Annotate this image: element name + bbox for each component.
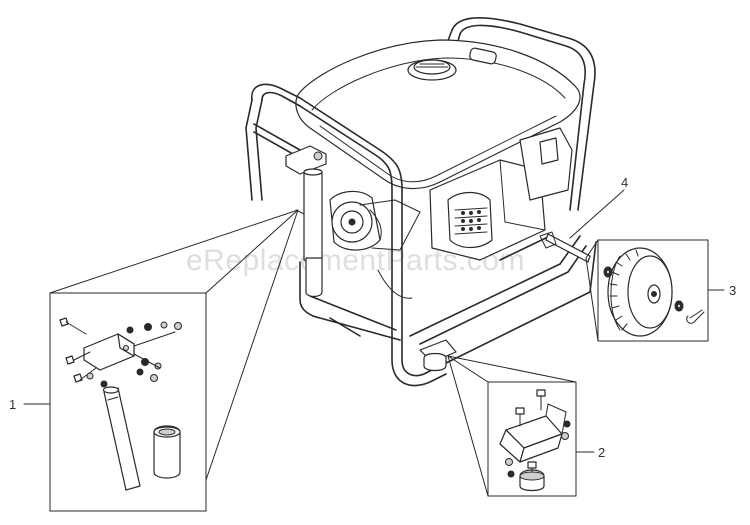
nut-icon [505,420,571,478]
foot-kit-box [487,381,577,497]
wheel-kit-box [597,239,709,342]
handle-kit-callout [49,209,305,481]
wheel-icon [607,247,673,337]
handle-tube-icon [102,386,141,491]
callout-3-label: 3 [729,283,736,298]
callout-2-label: 2 [598,445,605,460]
callout-1-label: 1 [9,397,16,412]
handle-kit-box [49,292,207,512]
cotter-pin-icon [686,309,705,324]
generator-frame-icon [245,16,597,387]
handle-bracket-icon [83,333,135,371]
handle-grip-icon [153,425,181,479]
foot-bracket-icon [499,403,567,463]
rubber-foot-icon [519,461,545,492]
bolt-icon [515,389,546,427]
nut-icon [86,321,182,388]
callout-4-label: 4 [621,175,628,190]
axle-rod-icon [539,231,591,263]
wheel-kit-callout [585,239,599,342]
callout-4-leader [569,189,625,239]
washer-icon [603,266,684,312]
foot-kit-callout [447,355,577,497]
cooling-grille-icon [454,207,488,235]
bolt-icon [59,317,97,383]
